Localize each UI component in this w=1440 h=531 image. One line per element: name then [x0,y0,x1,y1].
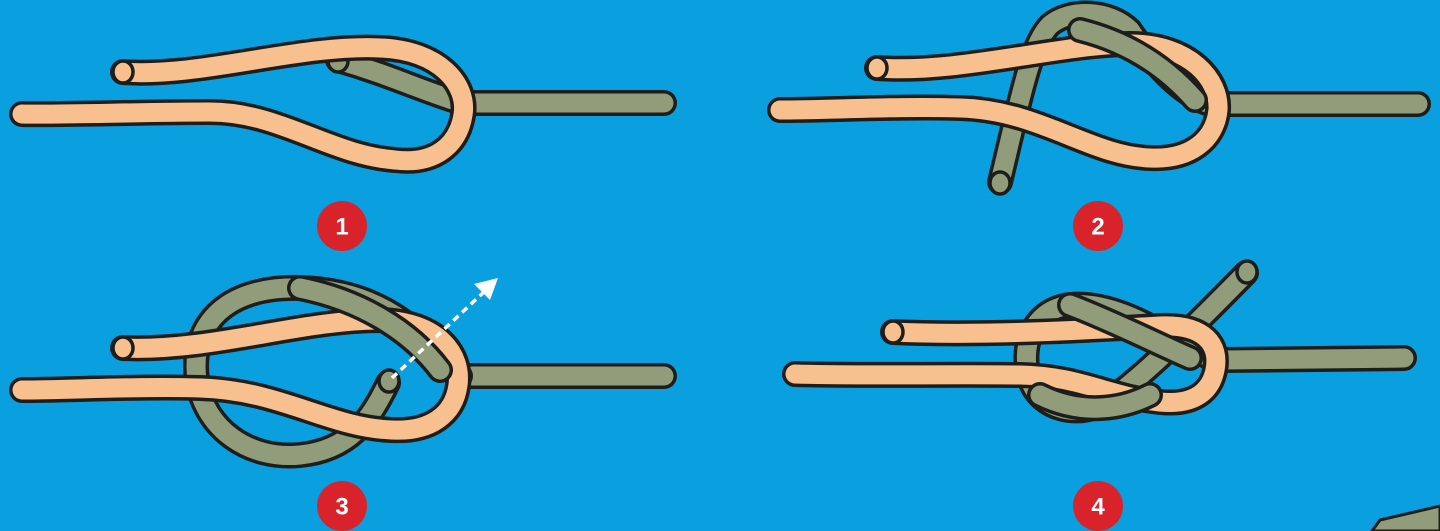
step-4-panel: 4 [782,259,1417,531]
step-4-green-rope-front [1027,292,1203,422]
step-1-green-rope [325,47,677,116]
step-3-badge: 3 [317,481,367,531]
step-2-tan-rope [767,30,1232,172]
step-2-badge: 2 [1073,201,1123,251]
step-2-number: 2 [1091,214,1104,241]
arrow-head-icon [474,278,498,300]
step-4-badge: 4 [1073,481,1123,531]
step-2-green-rope-front [1067,17,1208,113]
step-1-number: 1 [335,214,348,241]
step-1-badge: 1 [317,201,367,251]
step-3-green-rope-front [287,275,453,383]
step-3-number: 3 [335,494,348,521]
step-1-badge-circle [317,201,367,251]
step-4-badge-circle [1073,481,1123,531]
step-4-tan-rope [782,312,1229,416]
step-3-direction-arrow [390,278,498,380]
step-3-panel: 3 [9,274,677,531]
step-2-badge-circle [1073,201,1123,251]
step-1-panel: 1 [9,34,677,251]
step-3-tan-rope [9,306,472,444]
corner-rope-fragment [1370,504,1440,531]
step-3-badge-circle [317,481,367,531]
step-1-tan-rope [9,34,477,174]
step-4-number: 4 [1091,494,1105,521]
step-2-panel: 2 [767,0,1431,251]
